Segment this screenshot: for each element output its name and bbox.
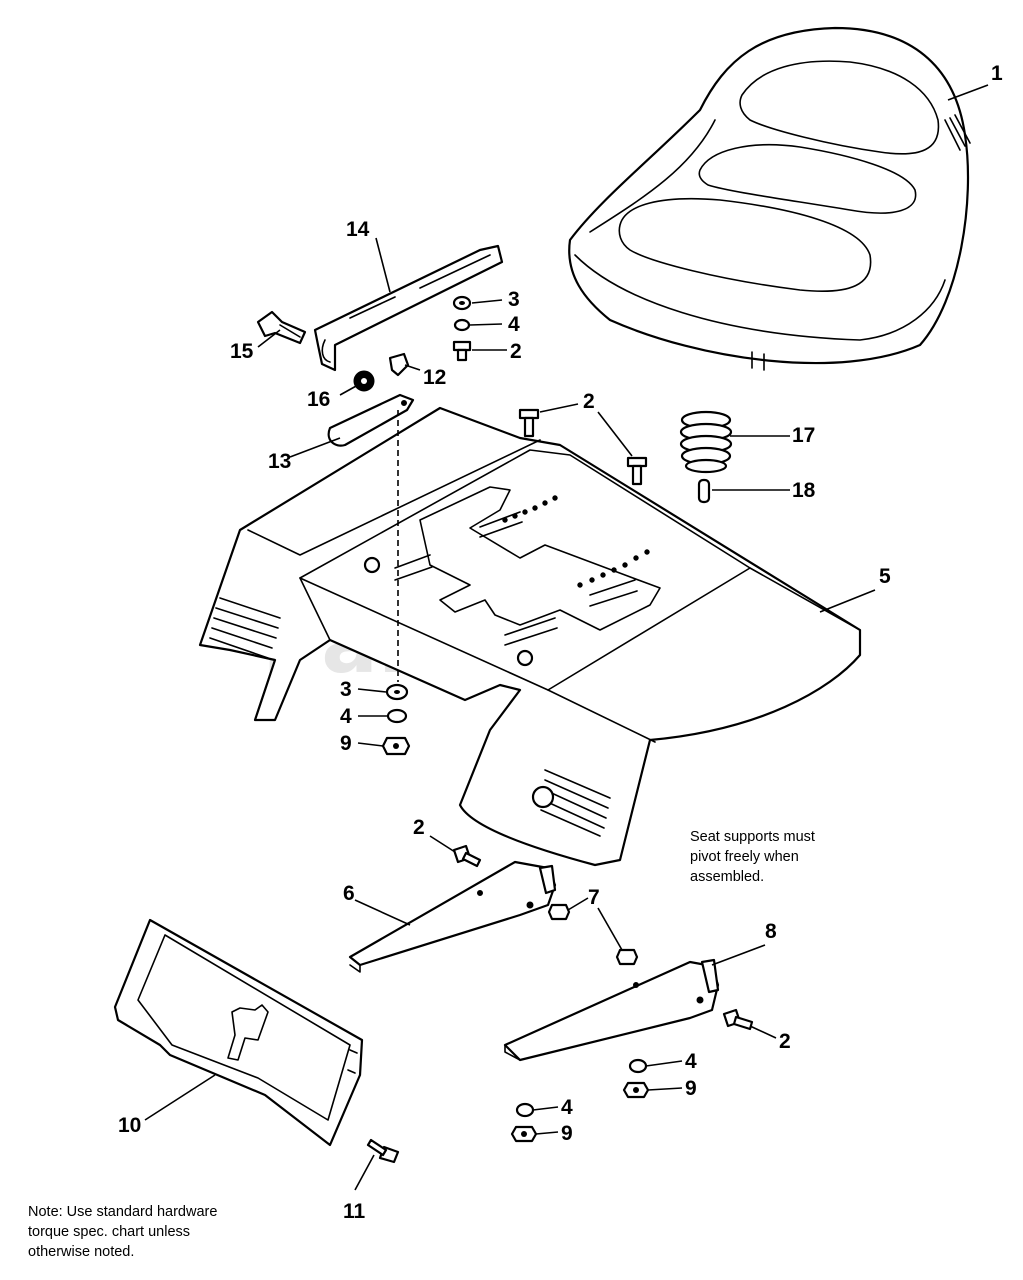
callout-13: 13	[268, 450, 291, 473]
callout-1: 1	[991, 62, 1003, 85]
washer-part-3-mid[interactable]	[385, 683, 409, 701]
seat-support-note: Seat supports must pivot freely when ass…	[690, 829, 815, 885]
bolt-part-15[interactable]	[256, 310, 307, 345]
bolt-part-11[interactable]	[366, 1138, 400, 1164]
seat-part-1[interactable]	[568, 26, 971, 371]
bolt-part-2-right[interactable]	[722, 1008, 754, 1031]
seat-support-part-6[interactable]	[348, 860, 557, 973]
callout-4-right: 4	[685, 1050, 697, 1073]
pin-part-18[interactable]	[697, 478, 711, 504]
bolt-part-2-top[interactable]	[452, 340, 472, 362]
seat-note-line-3: assembled.	[690, 869, 764, 885]
callout-12: 12	[423, 366, 446, 389]
bracket-part-14[interactable]	[313, 244, 504, 372]
callout-9-right: 9	[685, 1077, 697, 1100]
torque-note: Note: Use standard hardware torque spec.…	[28, 1204, 217, 1260]
panel-part-10[interactable]	[113, 918, 364, 1147]
callout-4-bottom: 4	[561, 1096, 573, 1119]
nut-part-9-bottom[interactable]	[510, 1125, 538, 1143]
callout-17: 17	[792, 424, 815, 447]
lockwasher-part-4-right[interactable]	[628, 1058, 648, 1074]
callout-6: 6	[343, 882, 355, 905]
callout-9-bottom: 9	[561, 1122, 573, 1145]
nut-part-9-mid[interactable]	[381, 736, 411, 756]
strap-part-13[interactable]	[327, 393, 415, 447]
bolt-part-2-left[interactable]	[452, 844, 482, 868]
lockwasher-part-4-top[interactable]	[453, 318, 471, 332]
callout-5: 5	[879, 565, 891, 588]
torque-note-line-2: torque spec. chart unless	[28, 1224, 190, 1240]
callout-3-top: 3	[508, 288, 520, 311]
callout-7: 7	[588, 886, 600, 909]
nut-part-7-a[interactable]	[547, 903, 571, 921]
callout-15: 15	[230, 340, 254, 363]
lockwasher-part-4-mid[interactable]	[386, 708, 408, 724]
callout-2-right: 2	[779, 1030, 791, 1053]
callout-14: 14	[346, 218, 370, 241]
nut-part-16[interactable]	[353, 370, 375, 392]
bolt-part-2-fender-b[interactable]	[626, 456, 648, 486]
callout-4-mid: 4	[340, 705, 352, 728]
callout-2-top: 2	[510, 340, 522, 363]
callout-16: 16	[307, 388, 330, 411]
torque-note-line-3: otherwise noted.	[28, 1244, 134, 1260]
leader-lines	[144, 84, 989, 1191]
callout-3-mid: 3	[340, 678, 352, 701]
bolt-part-12[interactable]	[388, 352, 410, 377]
nut-part-9-right[interactable]	[622, 1081, 650, 1099]
callout-10: 10	[118, 1114, 141, 1137]
callout-11: 11	[343, 1200, 366, 1223]
torque-note-line-1: Note: Use standard hardware	[28, 1204, 217, 1220]
callout-4-top: 4	[508, 313, 520, 336]
nut-part-7-b[interactable]	[615, 948, 639, 966]
callout-9-mid: 9	[340, 732, 352, 755]
seat-support-part-8[interactable]	[503, 958, 720, 1062]
callout-8: 8	[765, 920, 777, 943]
washer-part-3-top[interactable]	[452, 295, 472, 311]
callout-18: 18	[792, 479, 816, 502]
fender-part-5[interactable]	[198, 406, 862, 867]
callout-2-left: 2	[413, 816, 425, 839]
lockwasher-part-4-bottom[interactable]	[515, 1102, 535, 1118]
spring-part-17[interactable]	[679, 410, 733, 474]
seat-note-line-2: pivot freely when	[690, 849, 799, 865]
seat-note-line-1: Seat supports must	[690, 829, 815, 845]
bolt-part-2-fender-a[interactable]	[518, 408, 540, 438]
callout-2-fender: 2	[583, 390, 595, 413]
